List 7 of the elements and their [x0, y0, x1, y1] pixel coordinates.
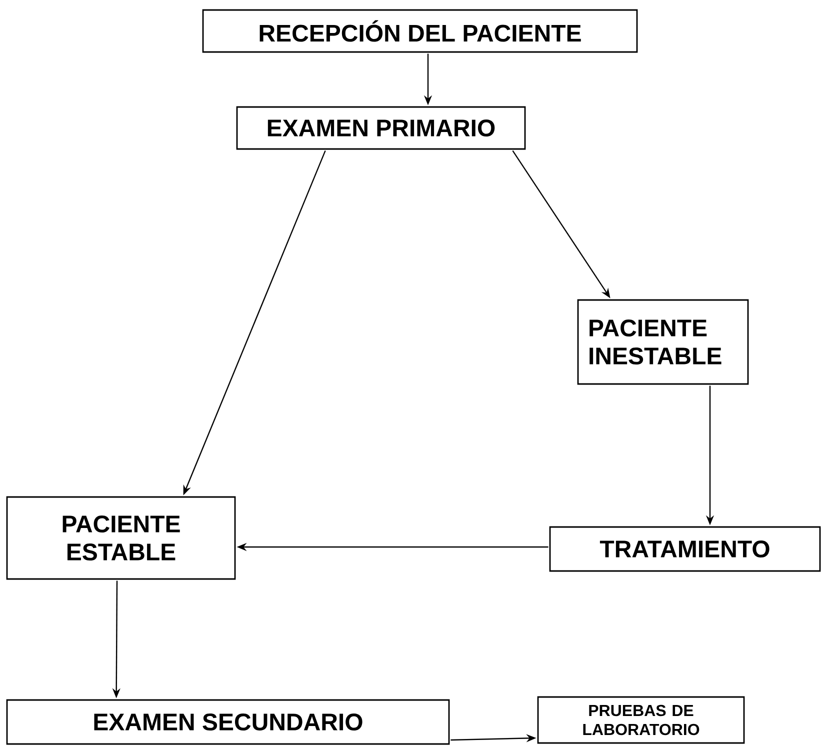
process-box: PACIENTE ESTABLE — [6, 496, 236, 580]
process-box: PRUEBAS DE LABORATORIO — [537, 696, 745, 744]
process-box: EXAMEN SECUNDARIO — [6, 699, 450, 745]
process-box: PACIENTE INESTABLE — [577, 299, 749, 385]
process-box: EXAMEN PRIMARIO — [236, 106, 526, 150]
process-box: RECEPCIÓN DEL PACIENTE — [202, 9, 638, 53]
process-box: TRATAMIENTO — [549, 526, 821, 572]
